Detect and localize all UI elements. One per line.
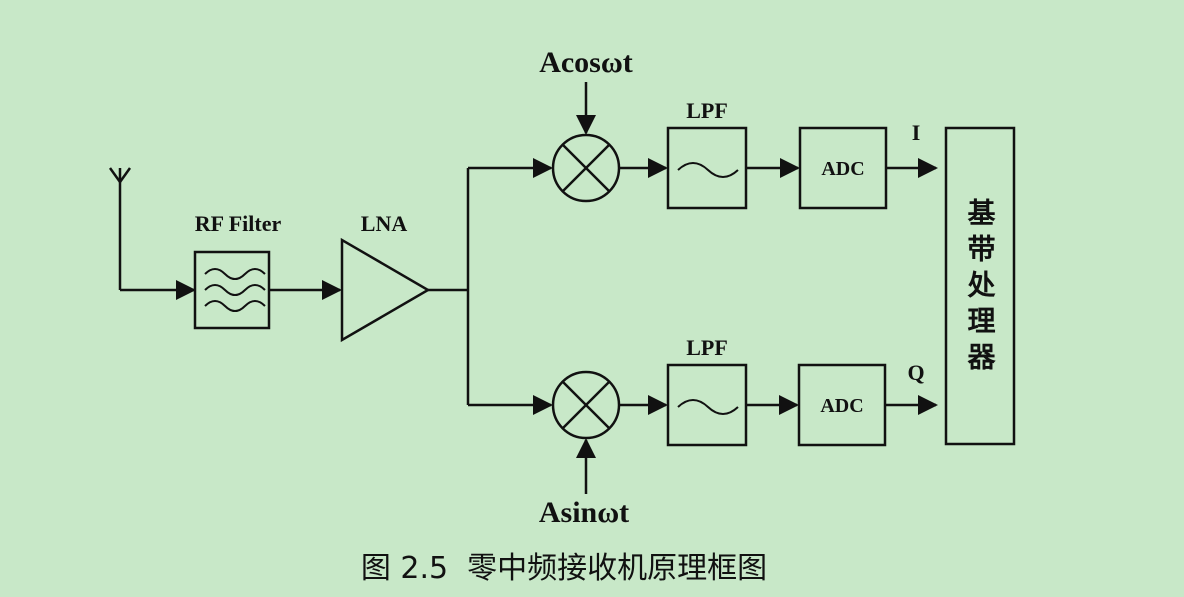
antenna-icon: [108, 167, 132, 290]
mixer-bottom: [551, 370, 621, 440]
baseband-processor-label: 基带处理器: [964, 198, 997, 378]
adc-bottom-label: ADC: [820, 395, 863, 417]
rf-filter-label: RF Filter: [195, 211, 282, 236]
lpf-top-label: LPF: [686, 98, 728, 123]
lo-cos-label: Acosωt: [539, 46, 633, 79]
output-q-label: Q: [907, 360, 924, 385]
lna-amplifier-triangle: [340, 237, 431, 343]
mixer-top: [551, 133, 621, 203]
lna-label: LNA: [361, 211, 408, 236]
lo-sin-label: Asinωt: [539, 496, 629, 529]
baseband-processor-block: [944, 126, 1016, 446]
lowpass-filter-icon: [677, 399, 739, 415]
figure-caption: 图 2.5 零中频接收机原理框图: [361, 551, 767, 586]
rf-filter-block: [193, 250, 271, 330]
adc-top-label: ADC: [821, 158, 864, 180]
output-i-label: I: [912, 120, 921, 145]
bandpass-filter-icon: [204, 268, 266, 312]
lpf-bottom-label: LPF: [686, 335, 728, 360]
lowpass-filter-icon: [677, 162, 739, 178]
wire-lna-splitter: [428, 168, 470, 405]
